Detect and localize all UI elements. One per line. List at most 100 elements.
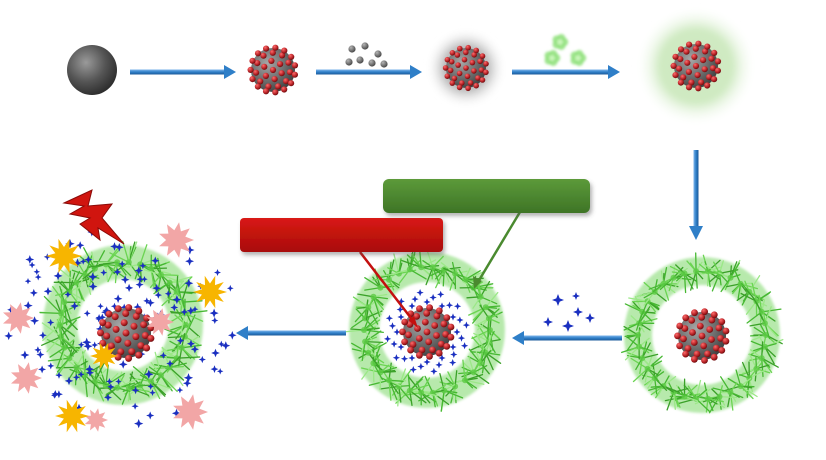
surface-dot bbox=[682, 314, 690, 322]
sparkle-icon bbox=[552, 294, 564, 306]
sparkle-icon bbox=[198, 355, 206, 364]
surface-dot bbox=[257, 78, 264, 85]
surface-dot bbox=[283, 78, 290, 85]
surface-dot bbox=[435, 349, 443, 357]
surface-dot bbox=[261, 63, 268, 70]
surface-dot bbox=[433, 332, 440, 339]
surface-dot bbox=[715, 324, 723, 332]
sparkle-icon bbox=[166, 359, 174, 368]
sparkle-icon bbox=[133, 302, 142, 312]
sparkle-icon bbox=[176, 336, 185, 345]
sparkle-icon bbox=[73, 373, 80, 381]
surface-dot bbox=[401, 338, 408, 346]
sparkle-icon bbox=[397, 297, 405, 305]
surface-dot bbox=[700, 57, 707, 64]
fragment-shape bbox=[3, 302, 34, 334]
surface-dot bbox=[263, 45, 270, 52]
sparkle-icon bbox=[457, 334, 466, 342]
surface-dot bbox=[143, 344, 151, 352]
surface-dot bbox=[685, 68, 693, 75]
sparkle-icon bbox=[131, 386, 140, 395]
sparkle-icon bbox=[171, 408, 182, 418]
surface-dot bbox=[269, 49, 276, 56]
sparkle-icon bbox=[113, 294, 123, 303]
arrow-shaft bbox=[512, 69, 610, 75]
sparkle-icon bbox=[149, 389, 156, 396]
sparkle-icon bbox=[84, 255, 93, 264]
surface-dot bbox=[704, 82, 711, 89]
sparkle-icon bbox=[54, 390, 63, 399]
surface-dot bbox=[672, 72, 679, 79]
sparkle-icon bbox=[151, 256, 160, 265]
shell-tuft bbox=[750, 324, 783, 353]
surface-dot bbox=[448, 58, 455, 65]
arrow-shaft bbox=[246, 330, 346, 336]
surface-dot bbox=[443, 343, 451, 350]
surface-dot bbox=[479, 53, 486, 59]
surface-dot bbox=[674, 332, 681, 340]
sparkle-icon bbox=[95, 314, 103, 322]
starburst-icon bbox=[55, 399, 89, 433]
arrow-head bbox=[608, 65, 620, 79]
sparkle-icon bbox=[25, 255, 35, 264]
sparkle-icon bbox=[216, 368, 224, 375]
surface-dot bbox=[99, 319, 107, 327]
surface-dot bbox=[281, 86, 288, 93]
sparkle-icon bbox=[390, 340, 398, 348]
surface-dot bbox=[691, 53, 698, 61]
sparkle-icon bbox=[392, 354, 400, 362]
shell-tuft bbox=[422, 248, 453, 286]
sparkle-icon bbox=[102, 306, 111, 315]
surface-dot bbox=[473, 82, 480, 89]
surface-dot bbox=[254, 50, 262, 57]
surface-dot bbox=[676, 342, 683, 350]
sparkle-icon bbox=[408, 302, 416, 310]
surface-dot bbox=[124, 339, 132, 347]
bead bbox=[368, 59, 376, 67]
shell-tuft bbox=[41, 318, 80, 357]
sparkle-icon bbox=[65, 239, 75, 249]
sparkle-icon bbox=[562, 320, 574, 332]
surface-dot bbox=[272, 89, 279, 96]
green-shell-release bbox=[39, 240, 208, 405]
surface-dot bbox=[425, 338, 433, 346]
surface-dot bbox=[288, 53, 295, 61]
shell-tuft bbox=[476, 304, 503, 340]
sparkle-icon bbox=[55, 371, 63, 379]
sparkle-icon bbox=[396, 305, 404, 314]
surface-dot bbox=[444, 73, 451, 79]
sparkle-icon bbox=[85, 364, 95, 374]
sparkle-icon bbox=[24, 277, 32, 285]
surface-dot bbox=[122, 329, 130, 337]
surface-dot bbox=[97, 329, 104, 337]
red-label-text bbox=[240, 218, 443, 252]
sparkle-icon bbox=[449, 343, 457, 351]
surface-dot bbox=[105, 310, 113, 318]
sparkle-icon bbox=[43, 287, 53, 296]
decorated-core-step3 bbox=[442, 44, 489, 92]
surface-dot bbox=[685, 84, 693, 91]
surface-dot bbox=[262, 72, 269, 79]
sparkle-icon bbox=[82, 337, 92, 347]
surface-dot bbox=[426, 304, 433, 312]
surface-dot bbox=[286, 69, 294, 76]
sparkle-icon bbox=[107, 383, 115, 391]
surface-dot bbox=[684, 59, 691, 66]
surface-dot bbox=[706, 326, 714, 333]
surface-dot bbox=[722, 327, 730, 335]
sparkle-icon bbox=[435, 361, 443, 369]
surface-dot bbox=[464, 73, 471, 80]
sparkle-icon bbox=[144, 369, 154, 379]
sparkle-icon bbox=[185, 256, 195, 266]
surface-dot bbox=[700, 342, 708, 350]
sparkle-icon bbox=[462, 321, 470, 329]
surface-dot bbox=[692, 62, 700, 70]
surface-dot bbox=[692, 45, 699, 52]
sparkle-icon bbox=[134, 418, 144, 429]
arrow-down bbox=[689, 150, 703, 240]
sparkle-icon bbox=[88, 272, 98, 282]
arrow-step-6 bbox=[236, 326, 346, 340]
surface-dot bbox=[254, 60, 261, 67]
decorated-core-step2 bbox=[247, 44, 299, 96]
